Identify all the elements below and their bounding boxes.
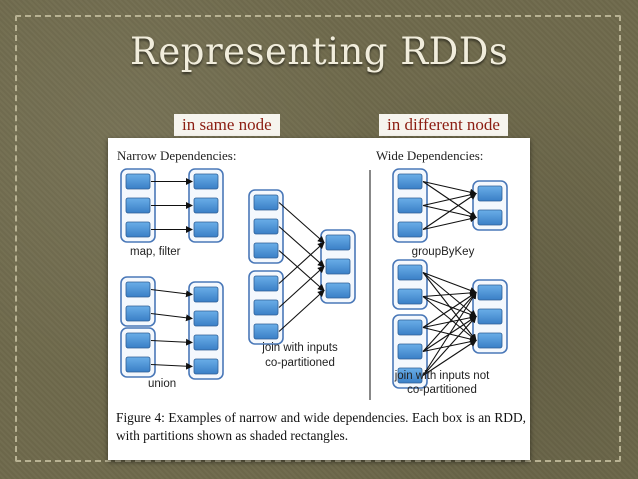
rdd-join-output [320, 229, 356, 304]
dependency-arrow [422, 291, 477, 376]
partition [397, 197, 423, 214]
narrow-dependencies-heading: Narrow Dependencies: [117, 148, 236, 163]
dependency-arrow [278, 289, 325, 332]
partition [193, 310, 219, 327]
stitched-border [15, 15, 621, 462]
dependency-arrow [278, 250, 325, 292]
wide-dependencies-heading: Wide Dependencies: [376, 148, 483, 163]
partition [253, 218, 279, 235]
rdd-union-input-1 [120, 276, 156, 327]
dependency-arrow [422, 271, 477, 294]
dependency-arrow [150, 288, 193, 298]
partition [253, 275, 279, 292]
partition [125, 356, 151, 373]
partition [477, 185, 503, 202]
partition [325, 234, 351, 251]
partition [125, 197, 151, 214]
partition [397, 319, 423, 336]
op-label-map-filter: map, filter [130, 246, 181, 258]
rdd-union-output [188, 281, 224, 380]
partition [477, 209, 503, 226]
partition [397, 173, 423, 190]
partition [253, 299, 279, 316]
dependency-arrow [422, 291, 477, 352]
partition [193, 358, 219, 375]
dependencies-diagram: Narrow Dependencies: Wide Dependencies: … [117, 148, 508, 400]
dependency-arrow [422, 289, 477, 298]
rdd-groupbykey-output [472, 180, 508, 231]
op-label-join-copartitioned-1: join with inputs [261, 342, 338, 354]
partition [477, 332, 503, 349]
op-label-groupbykey: groupByKey [412, 246, 475, 258]
rdd-join-nc-input-1 [392, 259, 428, 310]
partition [125, 305, 151, 322]
partition [125, 221, 151, 238]
label-different-node: in different node [379, 114, 508, 136]
rdd-map-output [188, 168, 224, 243]
rdd-container [188, 281, 224, 380]
dependencies-figure: Narrow Dependencies: Wide Dependencies: … [108, 138, 530, 460]
op-label-join-not-copartitioned-1: join with inputs not [394, 370, 490, 382]
dependency-arrow [422, 180, 477, 196]
partition [397, 288, 423, 305]
partition [397, 367, 423, 384]
rdd-join-input-2 [248, 270, 284, 345]
dependency-arrow [422, 192, 477, 230]
dependency-arrow [278, 202, 325, 244]
partition [253, 242, 279, 259]
dependency-arrow [422, 315, 477, 376]
partition [125, 173, 151, 190]
partition [193, 286, 219, 303]
partition [253, 194, 279, 211]
dependency-arrow [278, 241, 325, 284]
rdd-join-nc-output [472, 279, 508, 354]
dependency-arrows [150, 178, 477, 376]
rdd-union-input-2 [120, 327, 156, 378]
partition [193, 197, 219, 214]
partition [125, 281, 151, 298]
partition [477, 308, 503, 325]
op-label-join-not-copartitioned-2: co-partitioned [407, 384, 477, 396]
dependency-arrow [278, 226, 325, 268]
dependency-arrow [150, 338, 193, 346]
rdd-groupbykey-input [392, 168, 428, 243]
rdd-join-nc-input-2 [392, 314, 428, 389]
rdd-boxes [120, 168, 508, 389]
figure-caption: Figure 4: Examples of narrow and wide de… [116, 410, 526, 443]
dependency-arrow [422, 339, 477, 376]
partition [325, 258, 351, 275]
dependency-arrow [150, 312, 193, 322]
partition [253, 323, 279, 340]
dependency-arrow [422, 191, 477, 207]
op-label-union: union [148, 378, 176, 390]
rdd-join-input-1 [248, 189, 284, 264]
partition [477, 284, 503, 301]
partition [397, 221, 423, 238]
partition [325, 282, 351, 299]
rdd-map-input [120, 168, 156, 243]
dependency-arrow [422, 295, 477, 318]
dependency-arrow [422, 296, 477, 342]
partition [193, 334, 219, 351]
dependency-arrow [422, 291, 477, 328]
partition [193, 173, 219, 190]
partition [397, 264, 423, 281]
partition [193, 221, 219, 238]
dependency-arrow [150, 362, 193, 370]
dependency-arrow [278, 265, 325, 308]
label-same-node: in same node [174, 114, 280, 136]
slide-title: Representing RDDs [130, 30, 509, 73]
op-label-join-copartitioned-2: co-partitioned [265, 357, 335, 369]
dependency-arrow [422, 215, 477, 231]
partition [125, 332, 151, 349]
partition [397, 343, 423, 360]
